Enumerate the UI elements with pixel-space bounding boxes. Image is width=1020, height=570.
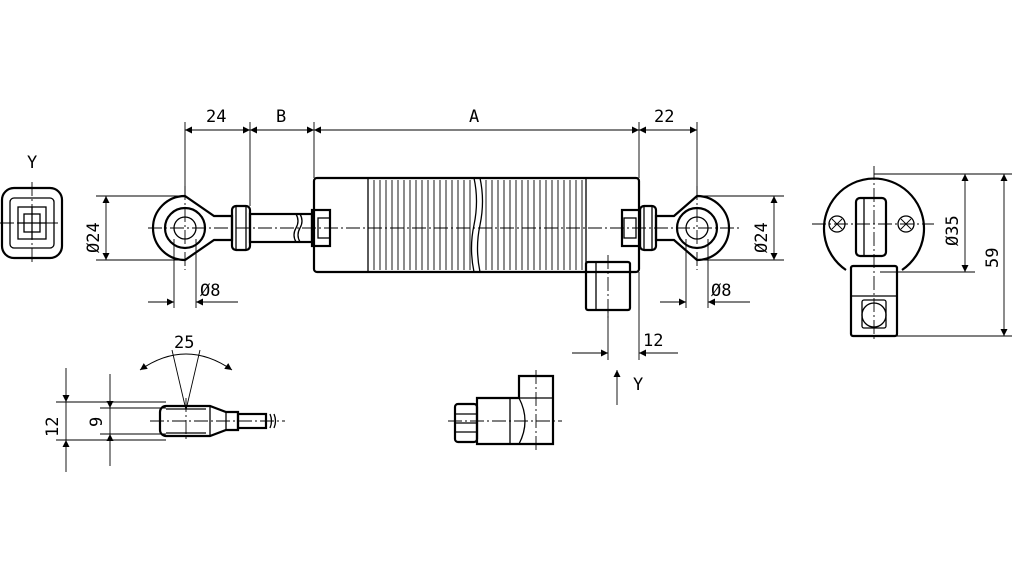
angled-cable-connector (448, 370, 562, 452)
left-locknut-and-rod (230, 204, 332, 252)
dim-59-height: 59 (983, 248, 1003, 268)
dim-dia8-left: Ø8 (200, 281, 220, 301)
dim-25-swivel-angle: 25 (174, 333, 194, 353)
dim-a-body-length: A (469, 107, 479, 127)
right-rod-end (620, 186, 731, 270)
rod-end-side-view: 25 (139, 333, 285, 440)
dim-dia24-left: Ø24 (84, 222, 104, 253)
dim-24-eye-length: 24 (206, 107, 226, 127)
dim-b-stroke: B (276, 107, 286, 127)
main-view-dimensions: 24 B A 22 Ø24 Ø24 Ø8 Ø8 (84, 107, 784, 405)
dim-dia35: Ø35 (943, 215, 963, 246)
dim-dia8-right: Ø8 (711, 281, 731, 301)
actuator-side-view (148, 176, 742, 318)
actuator-body (312, 176, 641, 274)
rod-end-side-dimensions: 12 9 (43, 368, 166, 472)
end-view (812, 166, 934, 340)
end-view-dimensions: Ø35 59 (874, 173, 1012, 337)
dim-dia24-right: Ø24 (752, 222, 772, 253)
dim-12-eye-width: 12 (43, 417, 63, 437)
body-connector (584, 255, 632, 318)
left-rod-end (151, 186, 234, 270)
dim-9-ball-width: 9 (87, 417, 107, 427)
view-y-connector-face: Y (0, 153, 66, 264)
view-y-direction-mark: Y (633, 375, 643, 395)
view-y-title: Y (27, 153, 37, 173)
dim-22-eye-length: 22 (654, 107, 674, 127)
dim-12-connector-offset: 12 (643, 331, 663, 351)
